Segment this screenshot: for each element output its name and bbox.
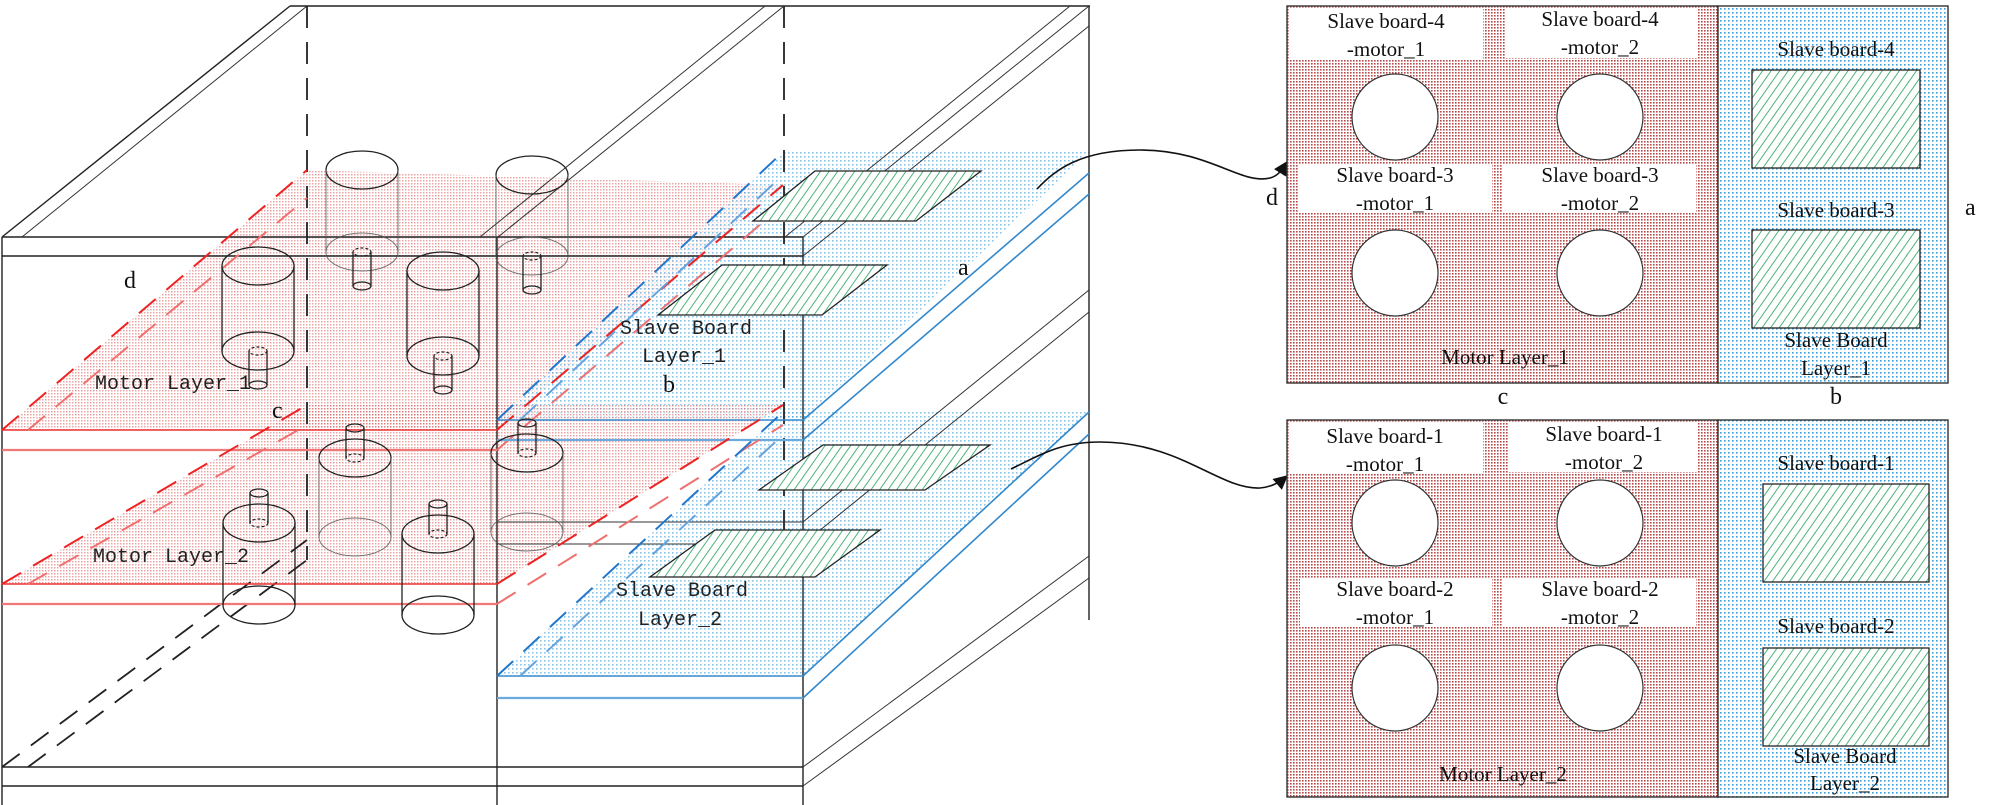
connector-arrow-layer-1 [1036, 149, 1288, 190]
plan1-board-3-rect [1751, 229, 1921, 329]
plan1-motor-3-line2: -motor_1 [1356, 191, 1434, 215]
plan1-board-4-label: Slave board-4 [1777, 37, 1895, 61]
plan1-board-3-label: Slave board-3 [1777, 198, 1894, 222]
plan-edge-label-c: c [1498, 384, 1509, 410]
motor-layer-1-plane [2, 170, 783, 430]
plan2-motor-3-line1: Slave board-2 [1336, 577, 1453, 601]
iso-motor-layer-2-label: Motor Layer_2 [93, 546, 249, 569]
motors-layer-1 [221, 150, 569, 395]
motor-layer-2-motor-1 [318, 423, 392, 557]
iso-slave-layer-2-label-line1: Slave Board [616, 580, 748, 603]
iso-edge-label-b: b [663, 372, 675, 398]
plan1-motor-4-circle [1556, 229, 1644, 317]
plan1-motor-1-line1: Slave board-4 [1327, 9, 1445, 33]
plan2-motor-1-circle [1351, 479, 1439, 567]
plan1-motor-1-circle [1351, 73, 1439, 161]
plan1-board-4-rect [1751, 69, 1921, 169]
plan2-board-1-rect [1762, 483, 1930, 583]
motor-layer-1-motor-3 [221, 246, 295, 390]
slave-board-1-iso [756, 444, 993, 491]
slave-layer-1-edges [496, 151, 1090, 442]
slave-board-2-iso [647, 529, 883, 578]
plan2-motor-2-circle [1556, 479, 1644, 567]
plan2-motor-layer-title: Motor Layer_2 [1439, 762, 1567, 786]
slave-layer-2-edges [496, 411, 1090, 700]
plan1-motor-2-line1: Slave board-4 [1541, 7, 1659, 31]
plan1-motor-2-line2: -motor_2 [1561, 35, 1639, 59]
plan2-motor-4-line2: -motor_2 [1561, 605, 1639, 629]
isometric-view: Motor Layer_1 Motor Layer_2 Slave Board … [1, 5, 1090, 805]
iso-edge-label-c: c [272, 398, 283, 424]
plan1-motor-4-line2: -motor_2 [1561, 191, 1639, 215]
plan2-motor-3-circle [1351, 644, 1439, 732]
motor-layer-2-motor-4 [401, 499, 475, 635]
plan1-slave-layer-title-line1: Slave Board [1784, 328, 1888, 352]
plan-edge-label-a: a [1965, 195, 1976, 221]
plan2-motor-1-line1: Slave board-1 [1326, 424, 1443, 448]
plan1-motor-4-line1: Slave board-3 [1541, 163, 1658, 187]
connector-arrow-layer-2 [1010, 441, 1289, 490]
plan2-motor-2-line1: Slave board-1 [1545, 422, 1662, 446]
plan2-board-2-rect [1762, 647, 1930, 747]
plan2-board-1-label: Slave board-1 [1777, 451, 1894, 475]
plan-edge-label-b: b [1830, 384, 1842, 410]
motor-layer-2-plane [2, 405, 783, 584]
plan1-motor-1-line2: -motor_1 [1347, 37, 1425, 61]
plan1-motor-layer-title: Motor Layer_1 [1441, 345, 1569, 369]
iso-slave-layer-1-label-line1: Slave Board [620, 318, 752, 341]
iso-slave-layer-2-label-line2: Layer_2 [638, 609, 722, 632]
motor-layer-2-motor-3 [222, 488, 296, 625]
plan2-motor-2-line2: -motor_2 [1565, 450, 1643, 474]
iso-edge-label-a: a [958, 255, 969, 281]
plan-view-2-labels: Slave board-1 -motor_1 Slave board-1 -mo… [1290, 422, 1930, 795]
iso-slave-layer-1-label-line2: Layer_1 [642, 346, 726, 369]
motors-layer-2 [222, 418, 564, 635]
motor-layer-1-motor-2 [495, 155, 569, 295]
iso-edge-label-d: d [124, 268, 136, 294]
slave-board-4-iso [751, 170, 983, 222]
slave-board-3-iso [656, 264, 889, 316]
motor-layer-2-edges [1, 404, 784, 606]
plan2-board-2-label: Slave board-2 [1777, 614, 1894, 638]
motor-layer-2-motor-2 [490, 418, 564, 552]
plan2-motor-4-circle [1556, 644, 1644, 732]
iso-motor-layer-1-label: Motor Layer_1 [95, 373, 251, 396]
plan2-motor-1-line2: -motor_1 [1346, 452, 1424, 476]
plan1-motor-3-circle [1351, 229, 1439, 317]
plan-edge-label-d: d [1266, 185, 1278, 211]
motor-layer-1-motor-1 [325, 150, 399, 291]
plan2-motor-4-line1: Slave board-2 [1541, 577, 1658, 601]
plan2-slave-layer-title-line1: Slave Board [1793, 744, 1897, 768]
plan2-slave-layer-title-line2: Layer_2 [1810, 771, 1880, 795]
plan1-motor-3-line1: Slave board-3 [1336, 163, 1453, 187]
plan1-motor-2-circle [1556, 73, 1644, 161]
plan-view-1-labels: Slave board-4 -motor_1 Slave board-4 -mo… [1266, 7, 1976, 410]
plan2-motor-3-line2: -motor_1 [1356, 605, 1434, 629]
motor-layer-1-motor-4 [406, 251, 480, 395]
plan1-slave-layer-title-line2: Layer_1 [1801, 356, 1871, 380]
